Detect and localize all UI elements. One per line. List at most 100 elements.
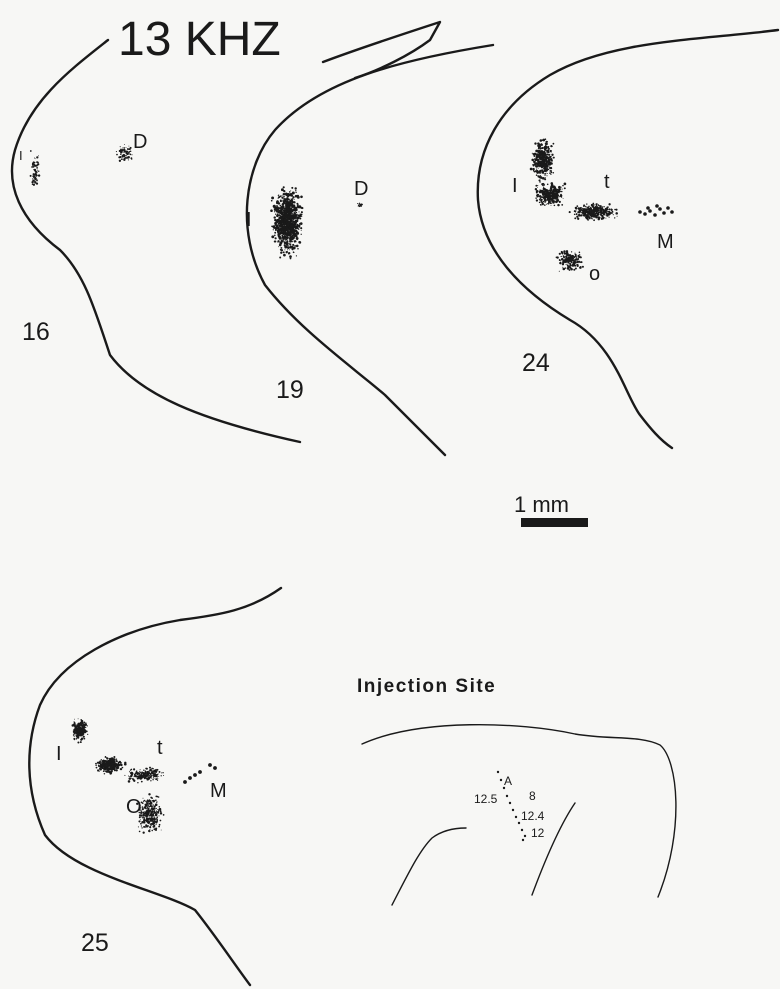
- labeled-cell-dot: [120, 768, 122, 770]
- labeled-cell-dot: [548, 193, 550, 195]
- labeled-cell-dot: [103, 761, 104, 762]
- labeled-cell-dot: [612, 211, 613, 212]
- labeled-cell-dot: [297, 227, 299, 229]
- labeled-cell-dot: [99, 767, 101, 769]
- cluster-19-I: [270, 186, 303, 259]
- labeled-cell-dot: [540, 147, 541, 148]
- injection-label-12-4: 12.4: [521, 809, 545, 823]
- labeled-cell-dot: [534, 153, 537, 156]
- labeled-cell-dot: [139, 772, 141, 774]
- labeled-cell-dot: [521, 829, 523, 831]
- labeled-cell-dot: [292, 198, 294, 200]
- labeled-cell-dot: [545, 177, 546, 178]
- labeled-cell-dot: [569, 211, 571, 213]
- labeled-cell-dot: [105, 771, 106, 772]
- labeled-cell-dot: [148, 793, 150, 795]
- labeled-cell-dot: [574, 210, 576, 212]
- labeled-cell-dot: [163, 814, 165, 816]
- labeled-cell-dot: [150, 776, 152, 778]
- labeled-cell-dot: [125, 157, 126, 158]
- labeled-cell-dot: [539, 172, 540, 173]
- label-25-M: M: [210, 780, 227, 802]
- labeled-cell-dot: [87, 734, 88, 735]
- labeled-cell-dot: [283, 193, 285, 195]
- labeled-cell-dot: [587, 214, 589, 216]
- labeled-cell-dot: [577, 211, 579, 213]
- labeled-cell-dot: [288, 211, 290, 213]
- cluster-24-o: [556, 250, 584, 272]
- labeled-cell-dot: [153, 825, 155, 827]
- labeled-cell-dot: [598, 205, 599, 206]
- labeled-cell-dot: [120, 764, 122, 766]
- labeled-cell-dot: [157, 801, 158, 802]
- labeled-cell-dot: [275, 220, 277, 222]
- labeled-cell-dot: [599, 207, 601, 209]
- labeled-cell-dot: [289, 202, 292, 205]
- labeled-cell-dot: [281, 231, 283, 233]
- labeled-cell-dot: [574, 217, 576, 219]
- labeled-cell-dot: [574, 253, 575, 254]
- labeled-cell-dot: [544, 174, 545, 175]
- labeled-cell-dot: [546, 141, 548, 143]
- section-24-outline: [478, 30, 778, 448]
- labeled-cell-dot: [559, 271, 560, 272]
- labeled-cell-dot: [545, 143, 548, 146]
- labeled-cell-dot: [587, 208, 589, 210]
- labeled-cell-dot: [116, 154, 118, 156]
- labeled-cell-dot: [160, 812, 162, 814]
- labeled-cell-dot: [580, 266, 582, 268]
- labeled-cell-dot: [559, 253, 561, 255]
- labeled-cell-dot: [542, 170, 544, 172]
- labeled-cell-dot: [515, 816, 517, 818]
- labeled-cell-dot: [84, 721, 86, 723]
- labeled-cell-dot: [603, 216, 604, 217]
- scale-bar-line: [521, 518, 588, 527]
- labeled-cell-dot: [119, 160, 121, 162]
- labeled-cell-dot: [545, 159, 547, 161]
- labeled-cell-dot: [544, 190, 546, 192]
- labeled-cell-dot: [287, 197, 288, 198]
- labeled-cell-dot: [543, 194, 544, 195]
- labeled-cell-dot: [281, 240, 284, 243]
- labeled-cell-dot: [536, 199, 538, 201]
- labeled-cell-dot: [643, 212, 647, 216]
- labeled-cell-dot: [285, 247, 286, 248]
- labeled-cell-dot: [279, 257, 281, 259]
- labeled-cell-dot: [104, 765, 105, 766]
- labeled-cell-dot: [34, 169, 36, 171]
- labeled-cell-dot: [577, 264, 578, 265]
- labeled-cell-dot: [142, 802, 144, 804]
- labeled-cell-dot: [283, 222, 284, 223]
- labeled-cell-dot: [74, 739, 75, 740]
- labeled-cell-dot: [119, 150, 120, 151]
- labeled-cell-dot: [608, 207, 609, 208]
- labeled-cell-dot: [589, 216, 590, 217]
- labeled-cell-dot: [542, 191, 545, 194]
- labeled-cell-dot: [126, 155, 127, 156]
- labeled-cell-dot: [77, 735, 78, 736]
- labeled-cell-dot: [360, 204, 362, 206]
- labeled-cell-dot: [78, 728, 79, 729]
- labeled-cell-dot: [608, 203, 610, 205]
- labeled-cell-dot: [552, 146, 553, 147]
- labeled-cell-dot: [583, 205, 585, 207]
- labeled-cell-dot: [74, 722, 76, 724]
- labeled-cell-dot: [137, 772, 140, 775]
- labeled-cell-dot: [571, 251, 572, 252]
- labeled-cell-dot: [150, 810, 151, 811]
- labeled-cell-dot: [281, 206, 283, 208]
- labeled-cell-dot: [296, 245, 299, 248]
- labeled-cell-dot: [133, 768, 135, 770]
- labeled-cell-dot: [569, 258, 571, 260]
- labeled-cell-dot: [38, 155, 39, 156]
- labeled-cell-dot: [284, 210, 285, 211]
- labeled-cell-dot: [537, 187, 538, 188]
- labeled-cell-dot: [301, 207, 302, 208]
- labeled-cell-dot: [107, 769, 109, 771]
- labeled-cell-dot: [275, 237, 277, 239]
- labeled-cell-dot: [287, 227, 289, 229]
- labeled-cell-dot: [562, 189, 563, 190]
- labeled-cell-dot: [153, 778, 154, 779]
- labeled-cell-dot: [549, 197, 551, 199]
- labeled-cell-dot: [83, 736, 85, 738]
